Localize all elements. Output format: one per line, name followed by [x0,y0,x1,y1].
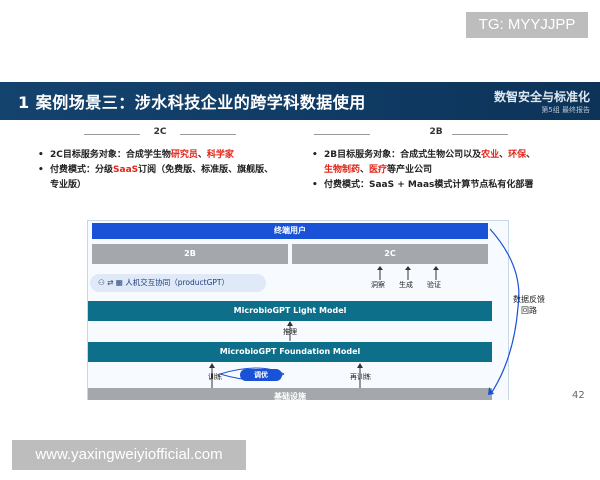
tune-pill: 调优 [240,369,282,381]
col-2b-bullets: 2B目标服务对象：合成式生物公司以及农业、环保、 生物制药、医疗等产业公司 付费… [312,148,597,193]
slide: 1 案例场景三：涉水科技企业的跨学科数据使用 数智安全与标准化 第5组 最终报告… [0,82,600,400]
brand-main: 数智安全与标准化 [493,90,590,104]
bullet-2b-target: 2B目标服务对象：合成式生物公司以及农业、环保、 [312,148,597,163]
bullet-2c-pay-cont: 专业版） [50,180,87,190]
title-bar: 1 案例场景三：涉水科技企业的跨学科数据使用 数智安全与标准化 第5组 最终报告 [0,82,600,120]
bullet-2b-target-cont: 生物制药、医疗等产业公司 [324,165,433,175]
bullet-2c-target: 2C目标服务对象：合成学生物研究员、科学家 [38,148,288,163]
col-2b-rule-left [314,134,370,135]
slide-title: 1 案例场景三：涉水科技企业的跨学科数据使用 [18,93,366,112]
watermark-url: www.yaxingweiyiofficial.com [12,440,246,470]
label-insight: 洞察 [371,281,385,289]
label-train: 训练 [208,373,222,381]
box-2b: 2B [92,244,288,264]
inference-arrow [287,321,293,341]
people-icon: ⚇ ⇄ ▦ [98,278,126,287]
col-2c-heading: 2C [153,127,167,137]
col-2c-bullets: 2C目标服务对象：合成学生物研究员、科学家 付费模式：分级SaaS订阅（免费版、… [38,148,288,193]
col-2b-rule-right [452,134,508,135]
col-2b-heading: 2B [429,127,443,137]
label-generate: 生成 [399,281,413,289]
label-inference: 推理 [283,328,297,336]
light-model-bar: MicrobioGPT Light Model [88,301,492,321]
up-arrows-right [377,266,439,280]
feedback-loop-label: 数据反馈 回路 [513,295,545,315]
human-ai-pill: ⚇ ⇄ ▦ 人机交互协同（productGPT） [90,274,266,292]
infrastructure-bar: 基础设施 [88,388,492,400]
foundation-model-bar: MicrobioGPT Foundation Model [88,342,492,362]
page-number: 42 [572,390,585,400]
brand-sub: 第5组 最终报告 [541,106,590,114]
col-2c-rule-right [180,134,236,135]
feedback-loop-arc [488,228,520,395]
bullet-2c-pay: 付费模式：分级SaaS订阅（免费版、标准版、旗舰版、 [38,163,288,178]
end-user-bar: 终端用户 [92,223,488,239]
box-2c: 2C [292,244,488,264]
brand-logo: 数智安全与标准化 第5组 最终报告 [494,88,590,115]
col-2c-rule-left [84,134,140,135]
label-verify: 验证 [427,281,441,289]
label-retrain: 再训练 [350,373,371,381]
tg-badge: TG: MYYJJPP [466,12,588,38]
bullet-2b-pay: 付费模式：SaaS + Maas模式计算节点私有化部署 [312,178,597,193]
